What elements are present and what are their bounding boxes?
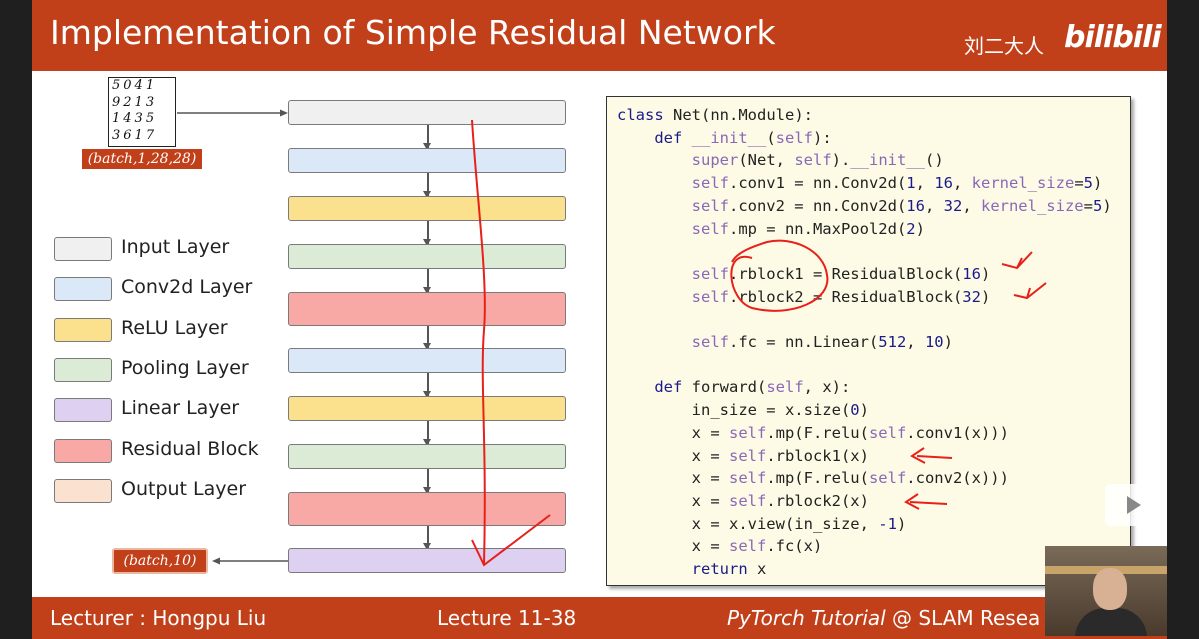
code-line: super(Net, self).__init__() bbox=[691, 151, 944, 170]
code-line: x = self.mp(F.relu(self.conv1(x))) bbox=[617, 423, 1009, 442]
mnist-row: 9213 bbox=[112, 94, 158, 110]
layer-connector-arrow bbox=[424, 373, 430, 398]
lecturer-webcam bbox=[1045, 546, 1167, 636]
tutorial-org: @ SLAM Resea bbox=[885, 606, 1041, 630]
legend-label-pooling: Pooling Layer bbox=[121, 356, 249, 379]
layer-conv2d bbox=[288, 348, 566, 373]
author-logo: 刘二大人 bbox=[964, 34, 1044, 58]
code-line: self.conv1 = nn.Conv2d(1, 16, kernel_siz… bbox=[691, 174, 1103, 193]
legend-swatch-pooling bbox=[54, 357, 112, 382]
code-listing: class Net(nn.Module): def __init__(self)… bbox=[606, 96, 1131, 586]
layer-linear bbox=[288, 548, 566, 573]
mnist-row: 5041 bbox=[112, 78, 158, 93]
output-arrow bbox=[212, 557, 288, 565]
slide-footer: Lecturer : Hongpu Liu Lecture 11-38 PyTo… bbox=[32, 597, 1167, 639]
webcam-head bbox=[1093, 568, 1127, 610]
legend-swatch-residual bbox=[54, 438, 112, 463]
layer-relu bbox=[288, 396, 566, 421]
tutorial-title: PyTorch Tutorial bbox=[727, 606, 886, 630]
tutorial-label: PyTorch Tutorial @ SLAM Resea bbox=[727, 606, 1040, 630]
mnist-sample-image: 5041 9213 1435 3617 bbox=[108, 77, 176, 147]
layer-connector-arrow bbox=[424, 221, 430, 246]
layer-residual bbox=[288, 492, 566, 526]
mnist-row: 3617 bbox=[112, 127, 158, 143]
code-line: self.rblock2 = ResidualBlock(32) bbox=[691, 287, 991, 306]
code-line: in_size = x.size(0) bbox=[617, 401, 869, 420]
legend-label-relu: ReLU Layer bbox=[121, 316, 228, 339]
legend-swatch-output bbox=[54, 478, 112, 503]
layer-connector-arrow bbox=[424, 469, 430, 494]
input-arrow bbox=[177, 109, 288, 117]
code-line: self.fc = nn.Linear(512, 10) bbox=[691, 333, 953, 351]
lecturer-name: Lecturer : Hongpu Liu bbox=[50, 606, 267, 630]
code-line: x = self.mp(F.relu(self.conv2(x))) bbox=[617, 469, 1009, 488]
layer-pooling bbox=[288, 444, 566, 469]
legend-label-residual: Residual Block bbox=[121, 437, 259, 460]
code-line: self.mp = nn.MaxPool2d(2) bbox=[691, 219, 925, 238]
mnist-row: 1435 bbox=[112, 111, 158, 126]
layer-connector-arrow bbox=[424, 173, 430, 198]
output-shape-label: (batch,10) bbox=[112, 548, 208, 574]
layer-connector-arrow bbox=[424, 125, 430, 150]
code-line: self.conv2 = nn.Conv2d(16, 32, kernel_si… bbox=[691, 196, 1112, 215]
legend-label-linear: Linear Layer bbox=[121, 397, 240, 420]
layer-conv2d bbox=[288, 148, 566, 173]
code-line: x = x.view(in_size, -1) bbox=[617, 514, 907, 533]
code-line: x = self.rblock1(x) bbox=[617, 446, 869, 465]
legend-swatch-linear bbox=[54, 398, 112, 423]
layer-relu bbox=[288, 196, 566, 221]
play-button[interactable] bbox=[1105, 484, 1161, 526]
slide-header: Implementation of Simple Residual Networ… bbox=[32, 0, 1167, 71]
code-line: class Net(nn.Module): bbox=[617, 106, 813, 124]
legend-label-input: Input Layer bbox=[121, 236, 230, 258]
legend-swatch-relu bbox=[54, 317, 112, 342]
input-shape-label: (batch,1,28,28) bbox=[82, 149, 202, 169]
slide-title: Implementation of Simple Residual Networ… bbox=[50, 13, 776, 52]
code-line: def forward(self, x): bbox=[654, 378, 851, 397]
bilibili-logo: bilibili bbox=[1064, 20, 1162, 55]
layer-connector-arrow bbox=[424, 269, 430, 294]
legend-label-output: Output Layer bbox=[121, 477, 247, 500]
legend-label-conv2d: Conv2d Layer bbox=[121, 276, 253, 299]
layer-connector-arrow bbox=[424, 526, 430, 550]
layer-pooling bbox=[288, 244, 566, 269]
layer-connector-arrow bbox=[424, 326, 430, 350]
legend-swatch-input bbox=[54, 237, 112, 261]
layer-residual bbox=[288, 292, 566, 326]
layer-connector-arrow bbox=[424, 421, 430, 446]
slide: Implementation of Simple Residual Networ… bbox=[32, 0, 1167, 639]
lecture-number: Lecture 11-38 bbox=[437, 606, 577, 630]
legend-swatch-conv2d bbox=[54, 277, 112, 302]
code-line: x = self.fc(x) bbox=[617, 537, 823, 556]
code-line: self.rblock1 = ResidualBlock(16) bbox=[691, 264, 991, 283]
code-line: x = self.rblock2(x) bbox=[617, 491, 869, 510]
layer-input bbox=[288, 100, 566, 125]
webcam-body bbox=[1075, 608, 1147, 636]
code-line: return x bbox=[691, 560, 767, 578]
code-line: def __init__(self): bbox=[654, 128, 832, 147]
